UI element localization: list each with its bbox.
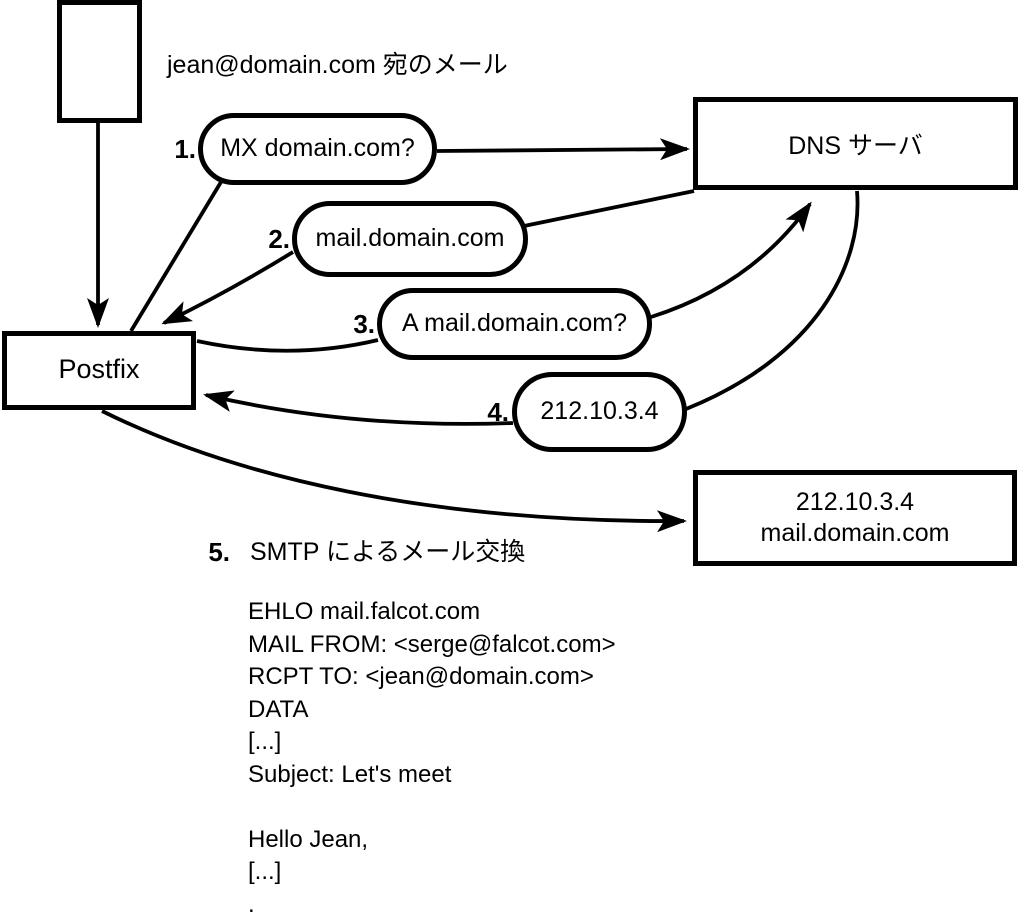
smtp-line: Hello Jean, bbox=[248, 825, 369, 853]
mail-message-icon bbox=[57, 0, 142, 123]
arrow-answer4-dns-to-pill bbox=[685, 190, 860, 411]
pill-a-answer-label: 212.10.3.4 bbox=[540, 396, 659, 425]
dns-server-node-box bbox=[693, 97, 1018, 190]
pill-mx-query-label: MX domain.com? bbox=[220, 133, 415, 162]
step-4-number: 4. bbox=[487, 396, 509, 427]
arrow-query1-pill-to-dns bbox=[436, 138, 690, 161]
smtp-line-blank bbox=[248, 791, 616, 824]
arrow-answer2-pill-to-postfix bbox=[161, 250, 294, 325]
arrow-query3-postfix-to-pill bbox=[196, 338, 379, 353]
smtp-line: EHLO mail.falcot.com bbox=[248, 598, 481, 625]
step-5-number: 5. bbox=[208, 537, 230, 567]
pill-mx-answer-label: mail.domain.com bbox=[315, 223, 505, 252]
arrow-query3-pill-to-dns bbox=[650, 201, 812, 319]
postfix-node-box bbox=[2, 331, 196, 410]
postfix-node-label: Postfix bbox=[58, 354, 140, 384]
step-3-number: 3. bbox=[353, 308, 375, 339]
mail-server-node-label: 212.10.3.4 mail.domain.com bbox=[693, 470, 1017, 566]
smtp-session-block: EHLO mail.falcot.com MAIL FROM: <serge@f… bbox=[248, 596, 616, 919]
arrow-query1-postfix-to-pill bbox=[129, 181, 223, 332]
smtp-line: [...] bbox=[248, 858, 282, 885]
pill-a-query bbox=[377, 288, 652, 360]
smtp-line: [...] bbox=[248, 728, 282, 755]
diagram-title: jean@domain.com 宛のメール bbox=[167, 51, 508, 79]
pill-a-query-label: A mail.domain.com? bbox=[401, 308, 628, 337]
smtp-line: DATA bbox=[248, 695, 309, 723]
mail-server-node-box bbox=[693, 470, 1017, 566]
step-5-label: SMTP によるメール交換 bbox=[250, 538, 526, 566]
pill-a-answer bbox=[512, 372, 687, 452]
arrow-smtp-postfix-to-mailserver bbox=[101, 409, 687, 533]
arrow-answer4-pill-to-postfix bbox=[203, 390, 514, 426]
pill-mx-query bbox=[198, 113, 437, 185]
smtp-line: RCPT TO: <jean@domain.com> bbox=[248, 663, 594, 690]
mail-server-hostname: mail.domain.com bbox=[760, 519, 950, 547]
pill-mx-answer bbox=[292, 201, 528, 277]
dns-server-node-label: DNS サーバ bbox=[788, 131, 923, 160]
mail-server-ip: 212.10.3.4 bbox=[795, 488, 915, 516]
arrow-answer2-dns-to-pill bbox=[523, 189, 695, 228]
smtp-line: . bbox=[248, 890, 255, 918]
smtp-line: MAIL FROM: <serge@falcot.com> bbox=[248, 630, 616, 658]
step-2-number: 2. bbox=[268, 223, 290, 254]
step-1-number: 1. bbox=[174, 133, 196, 164]
smtp-line: Subject: Let's meet bbox=[248, 760, 452, 788]
